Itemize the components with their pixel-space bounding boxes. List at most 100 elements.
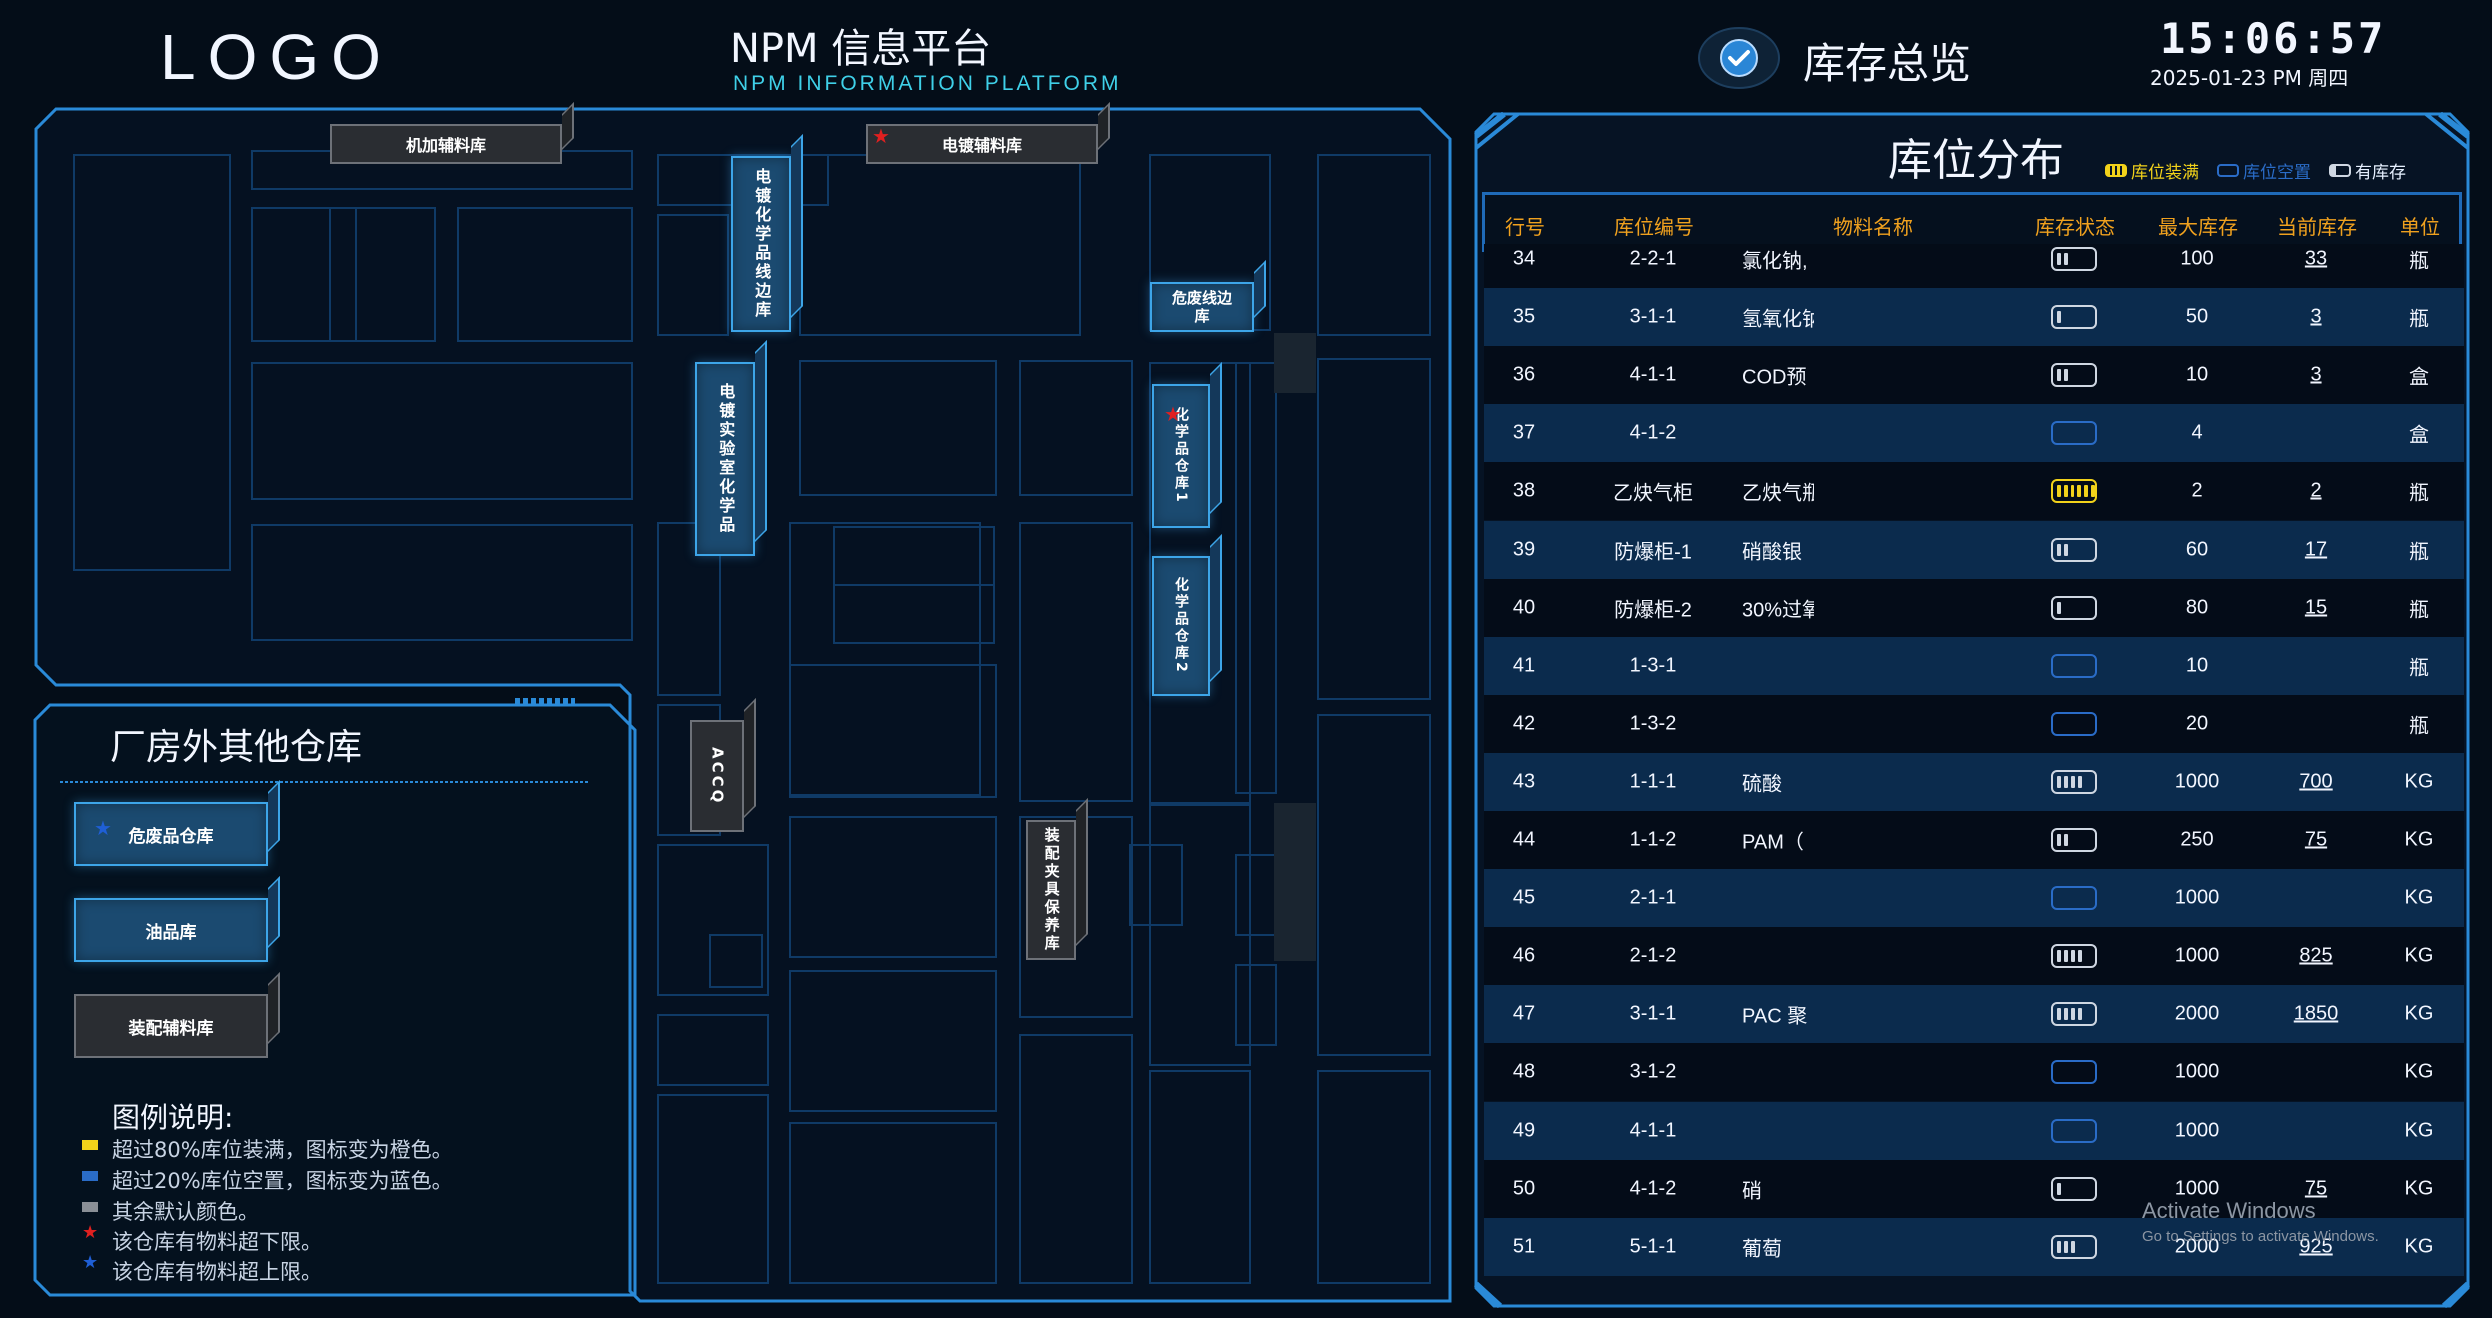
cell-current[interactable]: 700	[2299, 770, 2333, 793]
warehouse-jijia[interactable]: 机加辅料库	[330, 124, 562, 164]
cell-unit: KG	[2404, 1235, 2434, 1258]
cell-name: PAC 聚	[1742, 1005, 1808, 1028]
key-full: 库位装满	[2105, 158, 2199, 183]
cell-no: 36	[1512, 363, 1536, 386]
cell-code: 防爆柜-2	[1614, 599, 1692, 622]
cell-unit: 瓶	[2409, 308, 2429, 331]
legend-item-upper: 该仓库有物料超上限。	[112, 1260, 322, 1284]
cell-current[interactable]: 75	[2304, 828, 2328, 851]
battery-bar	[2071, 775, 2075, 788]
cell-max: 2	[2191, 479, 2203, 502]
activation-watermark-sub: Go to Settings to activate Windows.	[2142, 1228, 2379, 1245]
battery-full-icon	[2105, 164, 2127, 177]
cell-current[interactable]: 3	[2310, 305, 2322, 328]
cell-current[interactable]: 75	[2304, 1177, 2328, 1200]
cell-max: 60	[2185, 538, 2209, 560]
battery-bar	[2077, 485, 2082, 498]
cell-name: COD预	[1742, 366, 1807, 389]
warehouse-fixture[interactable]: 装配夹具保养库	[1026, 820, 1076, 960]
lower-limit-star-icon: ★	[1164, 402, 1182, 426]
battery-bar	[2057, 1240, 2061, 1253]
warehouse-lab-chem[interactable]: 电镀实验室化学品	[695, 362, 755, 556]
warehouse-accq[interactable]: ACCQ	[690, 720, 744, 832]
cell-unit: 瓶	[2409, 250, 2429, 273]
clock-time: 15:06:57	[2160, 14, 2387, 63]
cell-unit: 瓶	[2409, 482, 2429, 505]
cell-code: 1-3-2	[1629, 712, 1677, 735]
col-header-unit: 单位	[2400, 215, 2440, 239]
legend-item-full: 超过80%库位装满，图标变为橙色。	[112, 1138, 453, 1162]
warehouse-chem-1[interactable]: 化学品仓库1	[1152, 384, 1210, 528]
battery-bar	[2064, 1240, 2068, 1253]
legend-default-swatch	[82, 1202, 98, 1212]
stock-status-battery-icon	[2051, 1176, 2097, 1201]
battery-bar	[2057, 1182, 2061, 1195]
stock-status-battery-icon	[2051, 1118, 2097, 1143]
panel-decoration	[515, 698, 575, 704]
cell-current[interactable]: 15	[2304, 596, 2328, 619]
cell-no: 41	[1512, 654, 1536, 677]
battery-bar	[2064, 834, 2068, 846]
cell-current[interactable]: 825	[2299, 944, 2333, 967]
lower-limit-star-icon: ★	[82, 1222, 99, 1243]
battery-bar	[2070, 485, 2075, 498]
cell-current[interactable]: 1850	[2293, 1002, 2339, 1025]
cell-unit: KG	[2404, 828, 2434, 851]
factory-map	[33, 107, 1452, 1303]
frame-decoration	[1250, 107, 1350, 111]
cell-unit: KG	[2404, 886, 2434, 909]
cell-current[interactable]: 3	[2310, 363, 2322, 386]
stock-status-battery-icon	[2051, 479, 2097, 504]
cell-name: PAM（	[1742, 831, 1804, 854]
warehouse-weifei-line[interactable]: 危废线边库	[1150, 282, 1254, 332]
table-header: 行号 库位编号 物料名称 库存状态 最大库存 当前库存 单位	[1482, 192, 2462, 252]
warehouse-label: 装配夹具保养库	[1042, 827, 1061, 953]
legend-item-lower: 该仓库有物料超下限。	[112, 1230, 322, 1254]
warehouse-chem-2[interactable]: 化学品仓库2	[1152, 556, 1210, 696]
stock-status-battery-icon	[2051, 247, 2097, 271]
battery-bar	[2057, 1008, 2061, 1021]
cell-current[interactable]: 925	[2299, 1235, 2333, 1258]
cell-max: 50	[2185, 305, 2209, 328]
cell-name: 硝酸银	[1742, 541, 1802, 563]
cell-max: 80	[2185, 596, 2209, 619]
cell-no: 48	[1512, 1060, 1536, 1083]
warehouse-diandu-fuliao[interactable]: 电镀辅料库	[866, 124, 1098, 164]
cell-max: 4	[2191, 421, 2203, 444]
warehouse-weifeipin[interactable]: 危废品仓库	[74, 802, 268, 866]
cell-no: 38	[1512, 479, 1536, 502]
legend-title: 图例说明:	[112, 1101, 234, 1134]
platform-title: NPM 信息平台	[730, 26, 992, 72]
key-stock-label: 有库存	[2355, 163, 2406, 183]
warehouse-zhuangpei-fuliao[interactable]: 装配辅料库	[74, 994, 268, 1058]
cell-unit: KG	[2404, 1060, 2434, 1083]
stock-status-battery-icon	[2051, 537, 2097, 562]
legend-empty-swatch	[82, 1171, 98, 1181]
cell-current[interactable]: 17	[2304, 538, 2328, 560]
stock-status-battery-icon	[2051, 1234, 2097, 1259]
warehouse-diandu-chem-line[interactable]: 电镀化学品线边库	[731, 156, 791, 332]
cell-current[interactable]: 33	[2304, 247, 2328, 270]
warehouse-youpin[interactable]: 油品库	[74, 898, 268, 962]
battery-bar	[2064, 1008, 2068, 1021]
cell-current[interactable]: 2	[2310, 479, 2322, 502]
